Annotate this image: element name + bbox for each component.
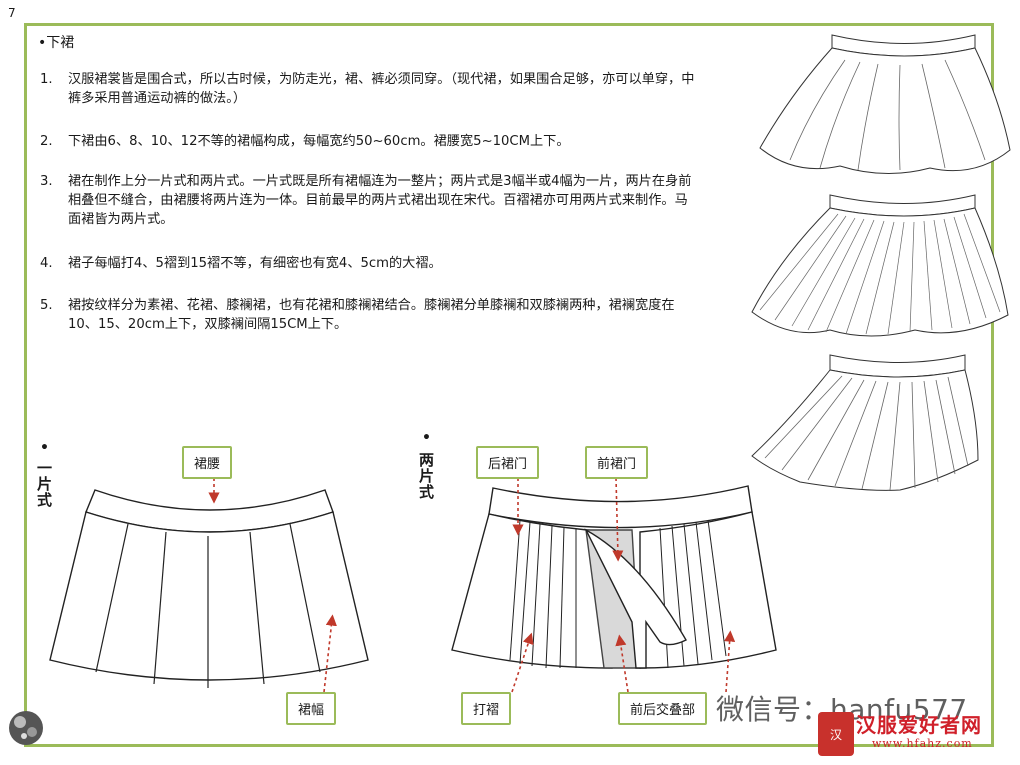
arrow-front-door <box>612 477 624 562</box>
box-pleat-skirt-illustration <box>751 354 979 491</box>
point-item: 4. 裙子每幅打4、5褶到15褶不等，有细密也有宽4、5cm的大褶。 <box>40 254 700 273</box>
point-text: 裙子每幅打4、5褶到15褶不等，有细密也有宽4、5cm的大褶。 <box>68 256 442 271</box>
bullet-dot: • <box>422 430 431 446</box>
point-text: 裙在制作上分一片式和两片式。一片式既是所有裙幅连为一整片；两片式是3幅半或4幅为… <box>68 174 692 227</box>
point-number: 3. <box>40 174 53 189</box>
arrow-panel <box>323 614 337 693</box>
tag-overlap: 前后交叠部 <box>618 692 708 725</box>
point-item: 3. 裙在制作上分一片式和两片式。一片式既是所有裙幅连为一整片；两片式是3幅半或4… <box>40 172 700 229</box>
tag-panel: 裙幅 <box>286 692 337 725</box>
tag-front-door: 前裙门 <box>585 446 649 479</box>
brand-name: 汉服爱好者网 <box>856 713 982 737</box>
two-piece-label: 两片式 <box>417 452 435 500</box>
point-text: 下裙由6、8、10、12不等的裙幅构成，每幅宽约50~60cm。裙腰宽5~10C… <box>68 134 570 149</box>
point-number: 1. <box>40 72 53 87</box>
one-piece-label: 一片式 <box>35 460 53 508</box>
point-text: 裙按纹样分为素裙、花裙、膝襕裙，也有花裙和膝襕裙结合。膝襕裙分单膝襕和双膝襕两种… <box>68 298 675 332</box>
tag-waist: 裙腰 <box>182 446 233 479</box>
arrow-overlap-left <box>615 634 629 693</box>
brand-url: www.hfahz.com <box>872 737 973 750</box>
bullet-dot: • <box>40 440 49 456</box>
point-text: 汉服裙裳皆是围合式，所以古时候，为防走光，裙、裤必须同穿。（现代裙，如果围合足够… <box>68 72 695 106</box>
one-piece-skirt-diagram <box>49 489 369 688</box>
tag-back-door: 后裙门 <box>476 446 540 479</box>
slide-frame <box>24 23 994 747</box>
two-piece-skirt-diagram <box>451 485 777 669</box>
point-number: 5. <box>40 298 53 313</box>
point-number: 4. <box>40 256 53 271</box>
point-number: 2. <box>40 134 53 149</box>
brand-seal: 汉 <box>818 712 854 756</box>
gathered-skirt-illustration <box>759 34 1011 174</box>
point-item: 1. 汉服裙裳皆是围合式，所以古时候，为防走光，裙、裤必须同穿。（现代裙，如果围合… <box>40 70 700 108</box>
section-title: •下裙 <box>38 35 75 51</box>
tag-pleat: 打褶 <box>461 692 512 725</box>
point-item: 2. 下裙由6、8、10、12不等的裙幅构成，每幅宽约50~60cm。裙腰宽5~1… <box>40 132 700 151</box>
corner-logo-icon <box>9 711 43 745</box>
point-item: 5. 裙按纹样分为素裙、花裙、膝襕裙，也有花裙和膝襕裙结合。膝襕裙分单膝襕和双膝襕… <box>40 296 700 334</box>
page-number: 7 <box>8 6 16 20</box>
pleated-skirt-illustration <box>751 194 1009 337</box>
